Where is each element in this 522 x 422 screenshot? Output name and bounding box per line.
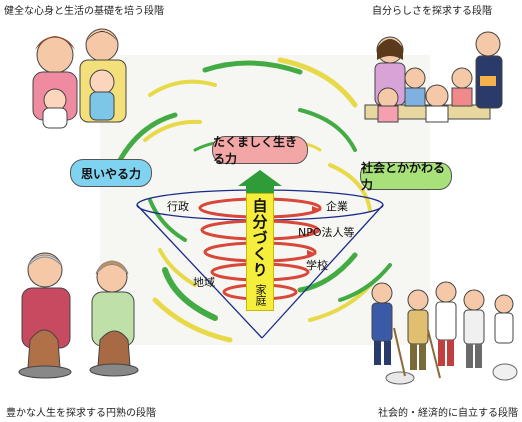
school-illustration [364, 31, 503, 123]
cone-right-edge [261, 204, 384, 339]
swoosh [117, 112, 178, 163]
swoosh [158, 248, 197, 287]
label-top-left-stage: 健全な心身と生活の基礎を培う段階 [4, 6, 164, 17]
swoosh [148, 79, 217, 97]
label-school: 学校 [306, 259, 328, 272]
self-building-column: 自分づくり 家庭 [246, 193, 274, 311]
swoosh [338, 263, 392, 302]
pill-engage-society: 社会とかかわる力 [360, 161, 452, 192]
swoosh [277, 57, 358, 108]
swoosh [328, 163, 372, 212]
label-npo: NPO法人等 [298, 226, 355, 239]
elderly-pottery-illustration [18, 252, 139, 379]
swoosh [298, 108, 357, 152]
swoosh-group [117, 57, 392, 343]
label-government: 行政 [167, 200, 189, 213]
community-workers-illustration [371, 281, 518, 385]
spiral-arrowhead [307, 250, 317, 258]
label-bottom-left-stage: 豊かな人生を探求する円熟の段階 [6, 408, 156, 419]
swoosh [148, 198, 187, 242]
up-arrow [238, 170, 282, 193]
swoosh [202, 60, 303, 75]
swoosh [162, 267, 218, 321]
spiral-arrowhead [312, 206, 322, 214]
label-community: 地域 [193, 276, 215, 289]
swoosh [297, 252, 358, 293]
cone-left-edge [136, 204, 263, 339]
swoosh [152, 297, 233, 343]
label-corporations: 企業 [326, 200, 348, 213]
label-top-right-stage: 自分らしさを探求する段階 [372, 6, 492, 17]
label-self-building: 自分づくり [250, 198, 269, 278]
pill-live-strongly: たくましく生きる力 [212, 135, 308, 166]
spiral-arrowhead [310, 228, 320, 236]
label-bottom-right-stage: 社会的・経済的に自立する段階 [378, 408, 518, 419]
pill-consideration: 思いやる力 [70, 159, 152, 187]
swoosh [143, 119, 202, 142]
label-home: 家庭 [254, 284, 267, 306]
family-illustration [32, 28, 127, 129]
